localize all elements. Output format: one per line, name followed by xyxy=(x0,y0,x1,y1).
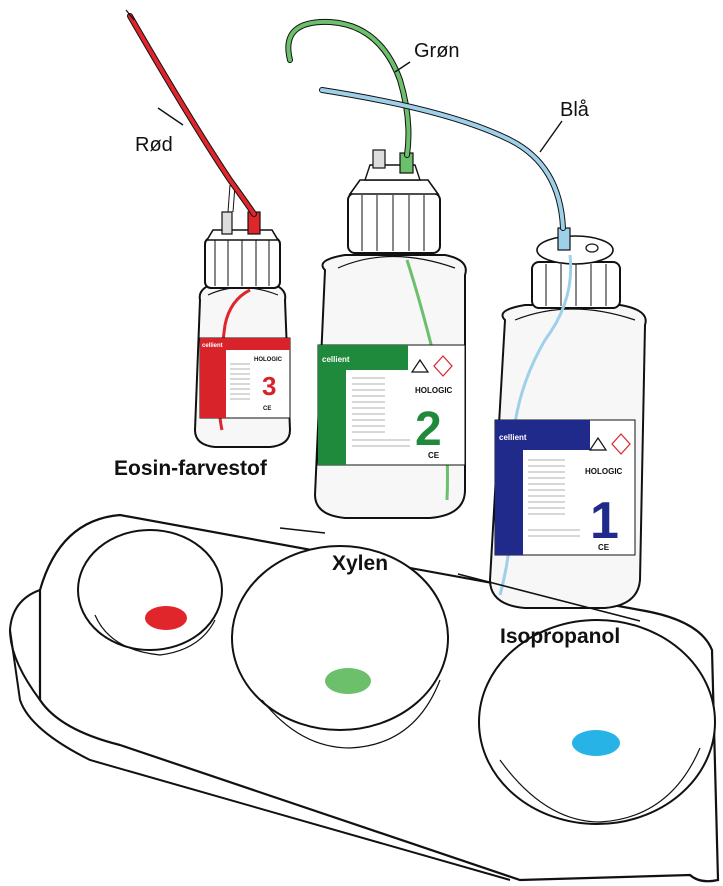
bottle-3-brand: HOLOGIC xyxy=(254,357,283,363)
bottle-2-brand: HOLOGIC xyxy=(415,386,453,395)
bottle-3-maker: cellient xyxy=(202,343,223,349)
bottle-1-brand: HOLOGIC xyxy=(585,467,623,476)
bottle-1-maker: cellient xyxy=(499,433,527,442)
bottle-3: cellient HOLOGIC 3 CE xyxy=(195,185,290,447)
red-tube-label: Rød xyxy=(135,134,173,156)
green-tube-label: Grøn xyxy=(414,40,460,62)
bottle-1-number: 1 xyxy=(590,492,619,550)
svg-text:CE: CE xyxy=(598,543,610,552)
svg-text:CE: CE xyxy=(428,451,440,460)
green-dot xyxy=(325,668,371,694)
blue-tube-label: Blå xyxy=(560,99,590,121)
bottle-2-number: 2 xyxy=(415,403,442,456)
bottle-1: cellient HOLOGIC 1 CE xyxy=(490,228,646,608)
blue-dot xyxy=(572,730,620,756)
xylene-label: Xylen xyxy=(332,552,388,575)
well-isopropanol xyxy=(479,620,715,824)
eosin-label: Eosin-farvestof xyxy=(114,457,268,480)
bottle-2: cellient HOLOGIC 2 CE xyxy=(315,150,466,518)
well-eosin xyxy=(78,530,222,650)
red-dot xyxy=(145,606,187,630)
bottle-2-maker: cellient xyxy=(322,355,350,364)
isopropanol-label: Isopropanol xyxy=(500,625,620,648)
green-tube xyxy=(288,22,408,155)
bottle-3-number: 3 xyxy=(262,371,276,401)
svg-text:CE: CE xyxy=(263,406,271,412)
